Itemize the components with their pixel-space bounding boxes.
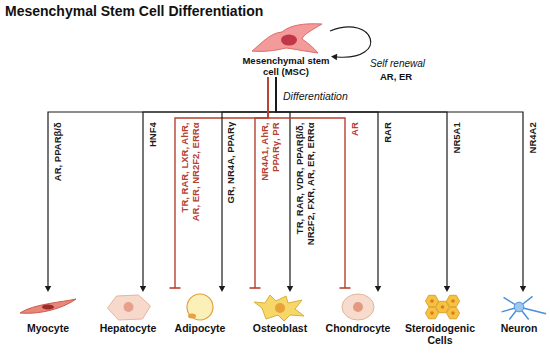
inhibition-line	[268, 77, 345, 288]
cell-shape	[451, 311, 455, 315]
edge-label: NR5A1	[451, 122, 462, 162]
cell-label: Steroidogenic Cells	[396, 322, 484, 346]
cell-shape	[123, 302, 133, 312]
cell-shape	[107, 295, 150, 320]
cell-illustration	[490, 292, 548, 322]
differentiation-line	[276, 77, 290, 286]
cell-shape	[441, 305, 445, 309]
cell-label: Osteoblast	[243, 322, 317, 334]
cell-shape	[42, 305, 54, 310]
cell-shape	[514, 302, 524, 312]
cell-shape	[446, 295, 459, 306]
arrowhead	[45, 286, 51, 292]
connector	[268, 77, 351, 288]
edge-label: TR, RAR, VDR, PPARβ/δ, NR2F2, FXR, AR, E…	[294, 122, 315, 252]
edge-label: AR, PPARβ/δ	[52, 122, 63, 192]
cell-shape	[187, 294, 213, 320]
cell-illustration	[16, 292, 80, 322]
cell-illustration	[396, 292, 484, 322]
cell-shape	[353, 302, 363, 312]
inhibition-bar	[170, 287, 181, 289]
connector	[140, 77, 276, 292]
cell-node: Adipocyte	[163, 292, 237, 334]
cell-shape	[188, 314, 196, 319]
cell-label: Neuron	[490, 322, 548, 334]
edge-label: Self renewal	[370, 58, 425, 70]
cell-node: Neuron	[490, 292, 548, 334]
cell-illustration	[163, 292, 237, 322]
cell-shape	[430, 299, 434, 303]
edge-label: AR	[349, 122, 360, 152]
cell-illustration	[242, 21, 330, 55]
cell-illustration	[243, 292, 317, 322]
process-label: Differentiation	[283, 90, 348, 102]
cell-shape	[20, 299, 76, 313]
cell-label: Hepatocyte	[98, 322, 159, 334]
edge-label: HNF4	[147, 122, 158, 162]
cell-node: Hepatocyte	[98, 292, 159, 334]
differentiation-line	[48, 77, 276, 286]
cell-node: Myocyte	[16, 292, 80, 334]
inhibition-line	[255, 77, 268, 288]
cell-shape	[446, 307, 459, 318]
differentiation-line	[276, 77, 378, 286]
arrowhead	[520, 286, 526, 292]
cell-shape	[502, 296, 546, 319]
arrowhead	[219, 286, 225, 292]
connector	[330, 27, 371, 60]
edge-label: TR, RAR, LXR, AhR, AR, ER, NR2F2, ERRα	[179, 122, 200, 222]
cell-node: Chondrocyte	[320, 292, 396, 334]
connector	[170, 77, 269, 288]
differentiation-line	[143, 77, 276, 286]
connector	[276, 77, 381, 292]
cell-shape	[425, 307, 438, 318]
connector	[276, 77, 450, 292]
edge-label: NR4A1, AhR, PPARγ, PR	[259, 122, 280, 192]
cell-shape	[275, 303, 285, 313]
cell-shape	[502, 296, 546, 319]
arrowhead	[375, 286, 381, 292]
cell-shape	[451, 299, 455, 303]
cell-label: Chondrocyte	[320, 322, 396, 334]
cell-label: Myocyte	[16, 322, 80, 334]
stem-cell-node: Mesenchymal stem cell (MSC)	[242, 21, 330, 77]
differentiation-line	[276, 77, 447, 286]
connector	[250, 77, 269, 288]
arrowhead	[444, 286, 450, 292]
connector	[276, 77, 293, 292]
edge-label: NR4A2	[527, 122, 538, 162]
edge-label: RAR	[382, 122, 393, 152]
arrowhead	[331, 54, 337, 60]
connector	[276, 77, 526, 292]
cell-label: Mesenchymal stem cell (MSC)	[242, 55, 330, 77]
inhibition-bar	[250, 287, 261, 289]
edge-label: GR, NR4A, PPARγ	[226, 122, 237, 217]
arrowhead	[140, 286, 146, 292]
cell-label: Adipocyte	[163, 322, 237, 334]
arrowhead	[287, 286, 293, 292]
differentiation-line	[276, 77, 523, 286]
cell-shape	[281, 35, 297, 46]
connector	[45, 77, 276, 292]
cell-illustration	[320, 292, 396, 322]
regulator-label: AR, ER	[380, 71, 412, 82]
cell-node: Osteoblast	[243, 292, 317, 334]
diagram-title: Mesenchymal Stem Cell Differentiation	[5, 3, 263, 19]
cell-shape	[342, 294, 374, 320]
cell-shape	[252, 24, 322, 53]
cell-shape	[254, 295, 304, 321]
cell-illustration	[98, 292, 159, 322]
self-loop-line	[330, 27, 371, 57]
inhibition-bar	[340, 287, 351, 289]
cell-node: Steroidogenic Cells	[396, 292, 484, 346]
cell-shape	[430, 311, 434, 315]
